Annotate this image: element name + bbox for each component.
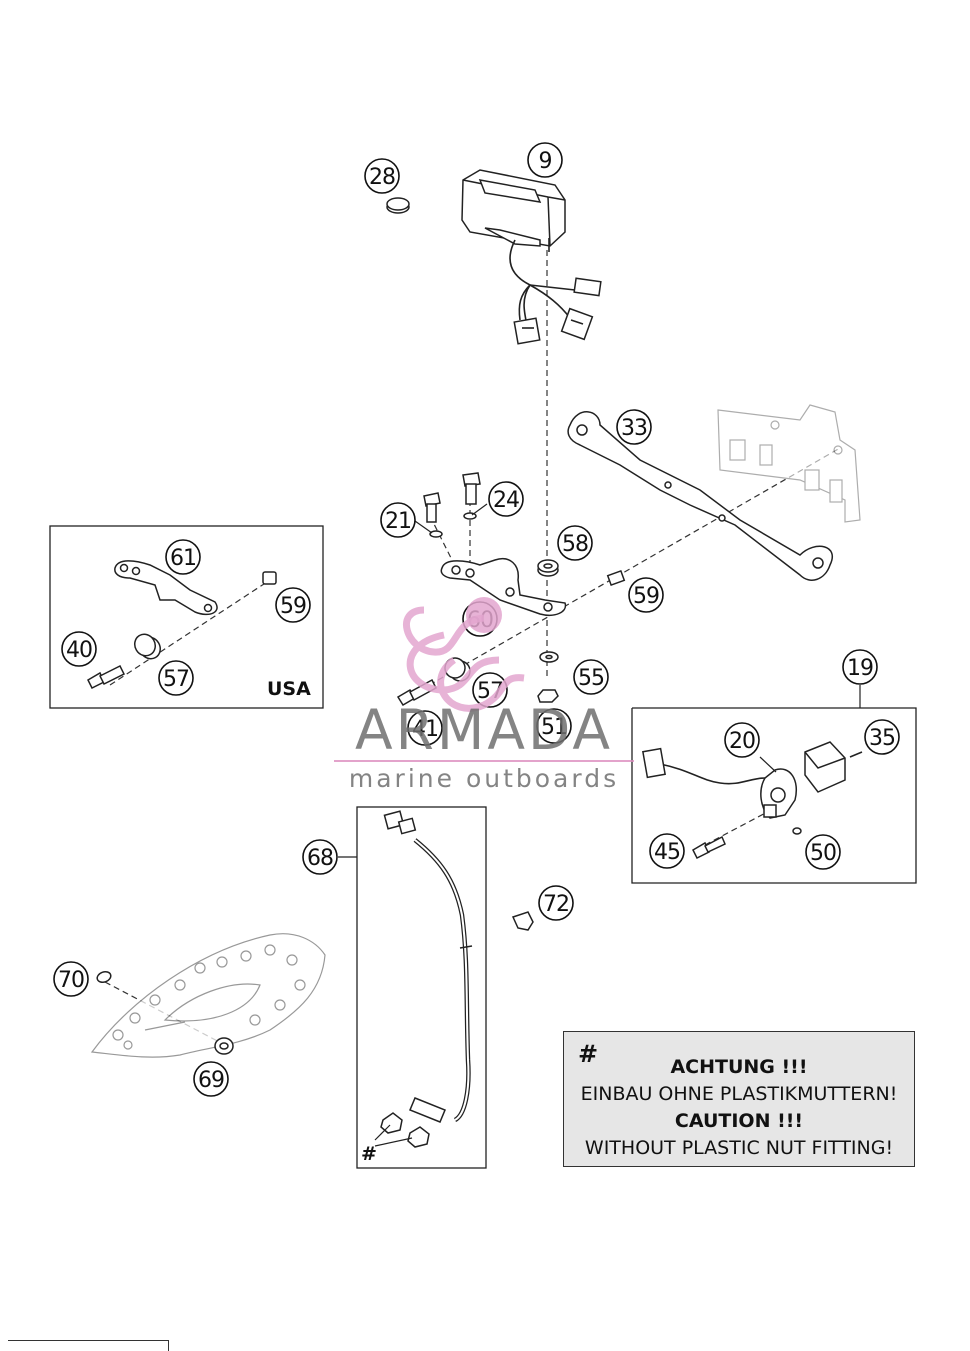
notice-caution: CAUTION !!!	[674, 1110, 804, 1132]
mounting-bracket-33	[567, 411, 833, 581]
hash-mark: #	[361, 1143, 377, 1165]
leader-21	[414, 520, 433, 534]
callout-19: 19	[842, 649, 878, 685]
axis-21	[429, 515, 453, 561]
watermark-brand: ARMADA	[355, 698, 613, 762]
speed-sensor-20	[642, 747, 797, 819]
circlip-70	[96, 970, 112, 984]
speedometer-unit	[461, 169, 602, 345]
axis-screw	[411, 609, 561, 696]
callout-40: 40	[61, 631, 97, 667]
rubber-grommet-58	[537, 559, 559, 577]
callout-70: 70	[53, 961, 89, 997]
washer-55	[539, 651, 559, 663]
callout-55: 55	[573, 659, 609, 695]
screw-24	[462, 472, 481, 520]
bushing-69	[214, 1037, 234, 1055]
svg-text:70: 70	[58, 968, 84, 993]
leader-hash-a	[374, 1124, 391, 1141]
svg-text:33: 33	[621, 416, 647, 441]
svg-text:69: 69	[198, 1068, 224, 1093]
notice-hash-mark: #	[578, 1040, 599, 1068]
callout-41: 41	[407, 710, 443, 746]
leader-20	[759, 756, 777, 773]
footer-code-strip	[8, 1340, 169, 1351]
callout-24: 24	[488, 481, 524, 517]
sensor-inset-box	[631, 707, 917, 884]
usa-bracket-61	[114, 560, 218, 616]
svg-text:41: 41	[412, 717, 438, 742]
callout-21: 21	[380, 502, 416, 538]
svg-text:59: 59	[280, 594, 306, 619]
callout-33: 33	[616, 409, 652, 445]
svg-text:57: 57	[163, 667, 189, 692]
callout-9: 9	[527, 142, 563, 178]
brake-disc	[90, 933, 326, 1058]
bushing-59	[606, 569, 626, 587]
callout-72: 72	[538, 885, 574, 921]
svg-text:40: 40	[66, 638, 92, 663]
callout-68: 68	[302, 839, 338, 875]
background-plate	[717, 404, 861, 523]
svg-text:55: 55	[578, 666, 604, 691]
callout-28: 28	[364, 158, 400, 194]
axis-usa	[109, 579, 271, 686]
svg-text:9: 9	[539, 149, 552, 174]
notice-achtung: ACHTUNG !!!	[670, 1056, 808, 1078]
callout-51: 51	[536, 708, 572, 744]
svg-text:61: 61	[170, 546, 196, 571]
svg-text:35: 35	[869, 726, 895, 751]
speedo-cable-68	[380, 810, 473, 1148]
callout-35: 35	[864, 719, 900, 755]
callout-57-usa: 57	[158, 660, 194, 696]
notice-german-text: EINBAU OHNE PLASTIKMUTTERN!	[580, 1083, 898, 1105]
callout-69: 69	[193, 1061, 229, 1097]
watermark-tagline: marine outboards	[348, 764, 620, 793]
grommet-28	[386, 197, 410, 214]
callout-61: 61	[165, 539, 201, 575]
screw-21	[423, 492, 443, 538]
clip-72	[511, 911, 534, 931]
svg-text:50: 50	[810, 841, 836, 866]
screw-45	[692, 835, 726, 860]
svg-text:45: 45	[654, 840, 680, 865]
usa-bushing-59	[262, 571, 277, 585]
cable-inset-box	[356, 806, 487, 1169]
svg-text:28: 28	[369, 165, 395, 190]
usa-screw-40	[87, 664, 126, 690]
usa-inset-box	[49, 525, 324, 709]
warning-notice: # ACHTUNG !!! EINBAU OHNE PLASTIKMUTTERN…	[563, 1031, 915, 1167]
sensor-cover-35	[804, 741, 863, 793]
usa-label: USA	[267, 678, 311, 700]
svg-text:72: 72	[543, 892, 569, 917]
callout-20: 20	[724, 722, 760, 758]
callout-58: 58	[557, 525, 593, 561]
nut-51	[537, 689, 559, 703]
notice-english-text: WITHOUT PLASTIC NUT FITTING!	[584, 1137, 894, 1159]
svg-text:51: 51	[541, 715, 567, 740]
svg-text:58: 58	[562, 532, 588, 557]
bracket-60	[440, 558, 567, 616]
callout-59-usa: 59	[275, 587, 311, 623]
leader-24	[471, 503, 488, 516]
watermark-rule	[334, 760, 634, 762]
callout-45: 45	[649, 833, 685, 869]
svg-text:19: 19	[847, 656, 873, 681]
armada-logo-mark	[403, 597, 525, 712]
svg-text:68: 68	[307, 846, 333, 871]
svg-text:21: 21	[385, 509, 411, 534]
usa-grommet-57	[133, 633, 162, 660]
svg-text:24: 24	[493, 488, 519, 513]
leader-hash-b	[374, 1137, 413, 1147]
svg-text:59: 59	[633, 584, 659, 609]
washer-50	[792, 827, 802, 835]
callout-59-main: 59	[628, 577, 664, 613]
svg-text:20: 20	[729, 729, 755, 754]
callout-50: 50	[805, 834, 841, 870]
